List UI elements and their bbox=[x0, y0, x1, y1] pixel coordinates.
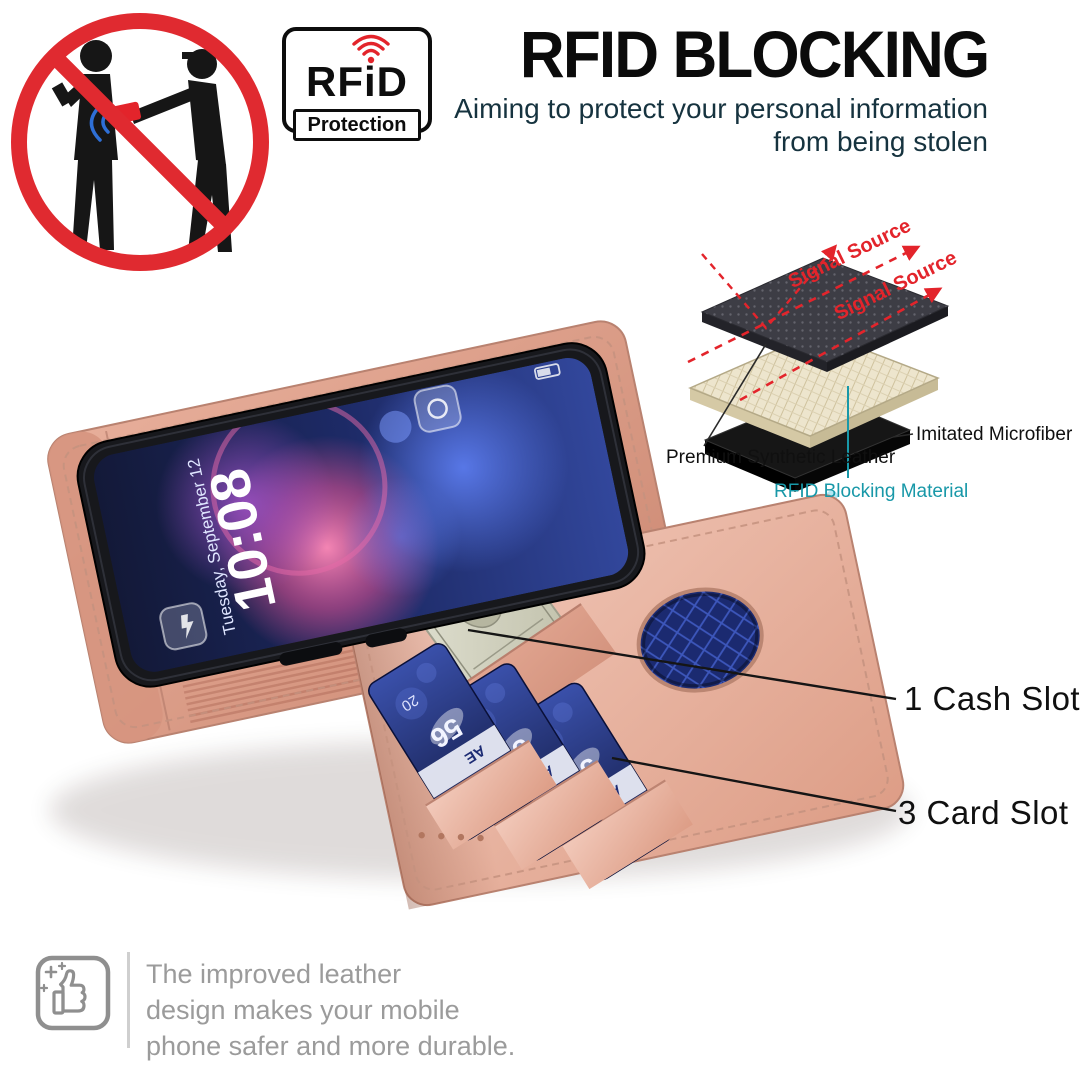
footer-divider bbox=[127, 952, 130, 1048]
card-slot-lip bbox=[494, 761, 626, 870]
prohibition-bar bbox=[48, 50, 232, 234]
layer-premium-leather bbox=[700, 257, 950, 372]
camera-shortcut-icon bbox=[413, 384, 462, 433]
card-slot-callout: 3 Card Slot bbox=[898, 794, 1069, 831]
footer-line-2: design makes your mobile bbox=[146, 995, 460, 1025]
thumbs-up-icon bbox=[35, 955, 111, 1031]
oval-window-cutout bbox=[636, 587, 764, 693]
signal-arrow-2 bbox=[739, 287, 943, 402]
card-slot-edge bbox=[493, 760, 599, 827]
rfid-protection-badge: RFiD Protection bbox=[282, 27, 432, 141]
material-layers-diagram bbox=[687, 244, 950, 596]
layer-label-rfid-material: RFID Blocking Material bbox=[774, 481, 969, 502]
connector-premium-leather bbox=[703, 343, 767, 447]
layer-label-microfiber: Imitated Microfiber bbox=[916, 424, 1073, 445]
cash-slot-callout: 1 Cash Slot bbox=[904, 680, 1080, 717]
footer-line-1: The improved leather bbox=[146, 959, 402, 989]
side-button bbox=[365, 628, 407, 648]
page-subtitle: Aiming to protect your personal informat… bbox=[454, 92, 988, 158]
card-slot-edge bbox=[425, 739, 530, 807]
card-slot-lip bbox=[425, 740, 557, 850]
connector-microfiber bbox=[892, 433, 914, 438]
footer-caption: The improved leather design makes your m… bbox=[146, 956, 515, 1064]
signal-arrow-1 bbox=[687, 245, 921, 364]
subtitle-line-1: Aiming to protect your personal informat… bbox=[454, 93, 988, 124]
clasp-dots bbox=[418, 832, 484, 842]
side-button bbox=[279, 642, 343, 666]
badge-brand: RFiD bbox=[306, 58, 408, 105]
card-slot-pointer-line bbox=[611, 756, 897, 813]
page-title: RFID BLOCKING bbox=[519, 17, 990, 91]
subtitle-line-2: from being stolen bbox=[773, 126, 988, 158]
phone-screen: 10:08 Tuesday, September 12 bbox=[89, 353, 633, 677]
prohibition-ring bbox=[11, 13, 269, 271]
wifi-icon bbox=[352, 34, 390, 64]
card-slot-card: 56 20 AE bbox=[368, 643, 557, 850]
battery-icon bbox=[533, 363, 561, 380]
wallpaper-bokeh bbox=[156, 362, 569, 660]
flashlight-icon bbox=[159, 602, 208, 651]
badge-label: Protection bbox=[293, 109, 421, 141]
signal-bounce-arrow bbox=[701, 244, 838, 330]
cash-slot-edge bbox=[449, 603, 582, 695]
cash-slot-pointer-line bbox=[467, 628, 897, 701]
layer-label-premium-leather: Premium Synthetic Leather bbox=[666, 447, 896, 468]
footer-line-3: phone safer and more durable. bbox=[146, 1031, 516, 1061]
no-pickpocket-sign bbox=[11, 13, 269, 271]
card-year: 20 bbox=[398, 691, 421, 714]
card-slot-lip bbox=[561, 780, 693, 890]
